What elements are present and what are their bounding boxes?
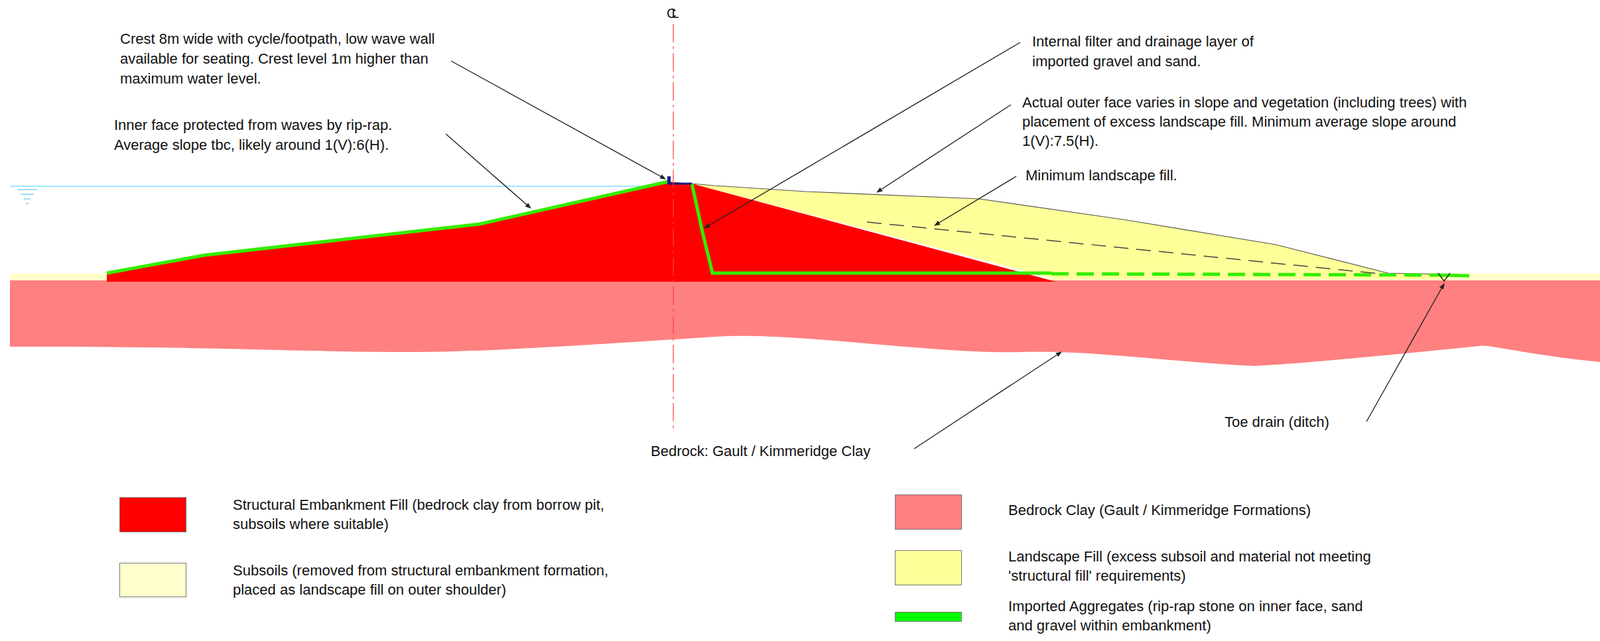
crest-note: Crest 8m wide with cycle/footpath, low w… <box>120 29 452 89</box>
water-symbol <box>17 189 38 204</box>
subsoil-strip <box>9 273 110 281</box>
inner-face-note: Inner face protected from waves by rip-r… <box>114 115 446 156</box>
centreline-symbol: CL <box>666 3 675 24</box>
legend-text: Structural Embankment Fill (bedrock clay… <box>232 495 605 534</box>
landscape-fill-note: Minimum landscape fill. <box>1025 165 1291 186</box>
crest-path <box>667 183 692 186</box>
bedrock-note: Bedrock: Gault / Kimmeridge Clay <box>650 441 871 462</box>
legend-swatch <box>119 563 187 598</box>
wave-wall <box>667 176 671 184</box>
bedrock-clay <box>9 280 1600 367</box>
centreline <box>672 23 674 430</box>
drainage-outlet <box>1439 275 1470 276</box>
legend-text: Imported Aggregates (rip-rap stone on in… <box>1008 597 1380 636</box>
filter-note: Internal filter and drainage layer of im… <box>1032 31 1311 72</box>
drainage-layer <box>1051 273 1440 276</box>
toe-drain <box>1438 273 1451 282</box>
filter-layer <box>691 183 1052 274</box>
legend-swatch <box>894 550 962 586</box>
legend-swatch <box>894 494 962 531</box>
rip-rap <box>106 181 668 274</box>
legend-swatch <box>894 612 962 623</box>
structural-fill <box>106 181 1057 282</box>
legend-text: Bedrock Clay (Gault / Kimmeridge Formati… <box>1008 500 1420 521</box>
legend-swatch <box>119 497 187 533</box>
toe-drain-note: Toe drain (ditch) <box>1224 412 1330 432</box>
legend-text: Landscape Fill (excess subsoil and mater… <box>1008 547 1380 586</box>
water-line <box>9 185 715 188</box>
legend-text: Subsoils (removed from structural embank… <box>232 561 631 600</box>
outer-face-note: Actual outer face varies in slope and ve… <box>1022 92 1487 151</box>
